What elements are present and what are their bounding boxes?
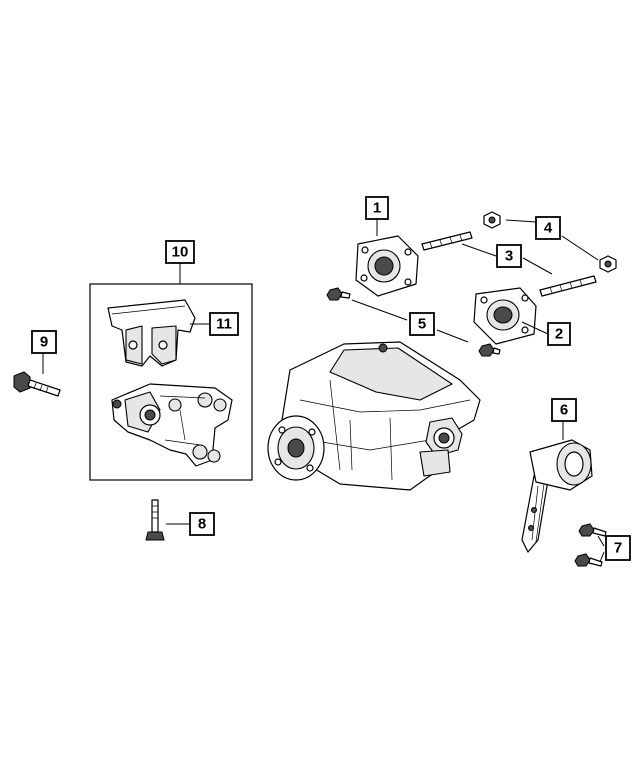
long-bolt-part[interactable] xyxy=(13,371,61,397)
isolator-arm-part[interactable] xyxy=(521,439,593,553)
callout-8: 8 xyxy=(189,512,215,536)
crossmember-assembly-part[interactable] xyxy=(111,383,233,467)
callout-9: 9 xyxy=(31,330,57,354)
callout-1-label: 1 xyxy=(373,200,381,217)
callout-7: 7 xyxy=(605,535,631,561)
leader-lines xyxy=(42,219,605,563)
bolt-7a-part[interactable] xyxy=(578,523,607,537)
callout-1: 1 xyxy=(365,196,389,220)
callout-3: 3 xyxy=(496,244,522,268)
callout-9-label: 9 xyxy=(40,334,48,351)
callout-11-label: 11 xyxy=(216,316,232,333)
mount-bracket-part[interactable] xyxy=(107,299,196,367)
nut-upper-part[interactable] xyxy=(483,211,501,229)
callout-2: 2 xyxy=(547,322,571,346)
lower-mount-part[interactable] xyxy=(473,287,537,345)
callout-11: 11 xyxy=(209,312,239,336)
upper-mount-part[interactable] xyxy=(355,235,419,297)
callout-10: 10 xyxy=(165,240,195,264)
callout-7-label: 7 xyxy=(614,540,622,557)
callout-3-label: 3 xyxy=(505,248,513,265)
callout-5: 5 xyxy=(409,312,435,336)
bolt-5a-part[interactable] xyxy=(326,287,351,301)
callout-2-label: 2 xyxy=(555,326,563,343)
nut-lower-part[interactable] xyxy=(599,255,617,273)
bolt-8-part[interactable] xyxy=(145,499,165,541)
bolt-5b-part[interactable] xyxy=(478,343,501,357)
bolt-7b-part[interactable] xyxy=(574,553,603,567)
callout-8-label: 8 xyxy=(198,516,206,533)
callout-10-label: 10 xyxy=(172,244,189,261)
stud-lower-part[interactable] xyxy=(539,275,597,297)
transfer-case-part[interactable] xyxy=(267,341,481,491)
callout-6: 6 xyxy=(551,398,577,422)
assembly-group-frame xyxy=(89,283,253,481)
callout-4-label: 4 xyxy=(544,220,553,237)
callout-6-label: 6 xyxy=(560,402,568,419)
stud-upper-part[interactable] xyxy=(421,231,473,251)
callout-4: 4 xyxy=(535,216,561,240)
callout-5-label: 5 xyxy=(418,316,426,333)
